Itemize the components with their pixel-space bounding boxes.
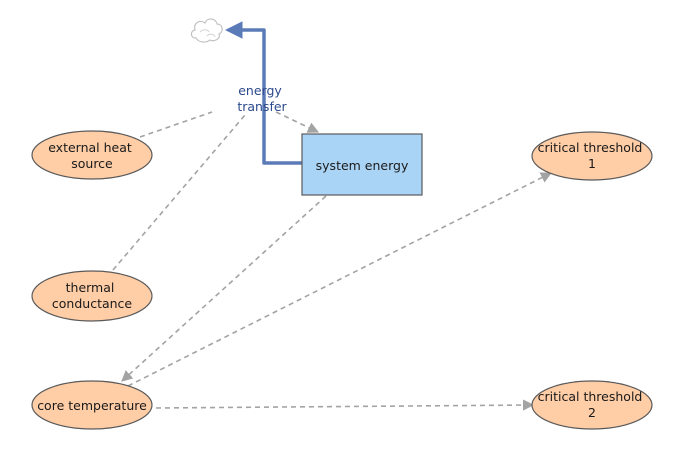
link-system-energy-to-core-temperature[interactable] (121, 195, 327, 382)
variable-thermal-conductance[interactable]: thermal conductance (31, 270, 153, 322)
variable-core-temperature[interactable]: core temperature (31, 380, 153, 430)
link-core-temperature-to-threshold-2[interactable] (155, 399, 535, 411)
variable-label: thermal conductance (52, 280, 133, 311)
variable-label: external heat source (48, 140, 136, 171)
stock-label: system energy (316, 158, 409, 173)
variable-label: critical threshold 2 (538, 389, 647, 420)
link-transfer-to-system-energy[interactable] (275, 111, 320, 133)
link-core-temperature-to-threshold-1[interactable] (127, 172, 553, 387)
cloud-icon (190, 18, 223, 43)
variable-critical-threshold-1[interactable]: critical threshold 1 (531, 131, 653, 181)
variable-label: critical threshold 1 (538, 140, 647, 171)
link-conductance-to-transfer[interactable] (112, 114, 246, 271)
flow-label-energy-transfer[interactable]: energy transfer (237, 83, 287, 114)
variable-critical-threshold-2[interactable]: critical threshold 2 (531, 380, 653, 430)
variable-label: core temperature (37, 398, 147, 413)
energy-transfer-flow-pipe[interactable] (225, 21, 302, 165)
link-heat-source-to-transfer[interactable] (139, 111, 213, 138)
variable-external-heat-source[interactable]: external heat source (31, 130, 153, 180)
stock-system-energy[interactable]: system energy (301, 133, 423, 196)
